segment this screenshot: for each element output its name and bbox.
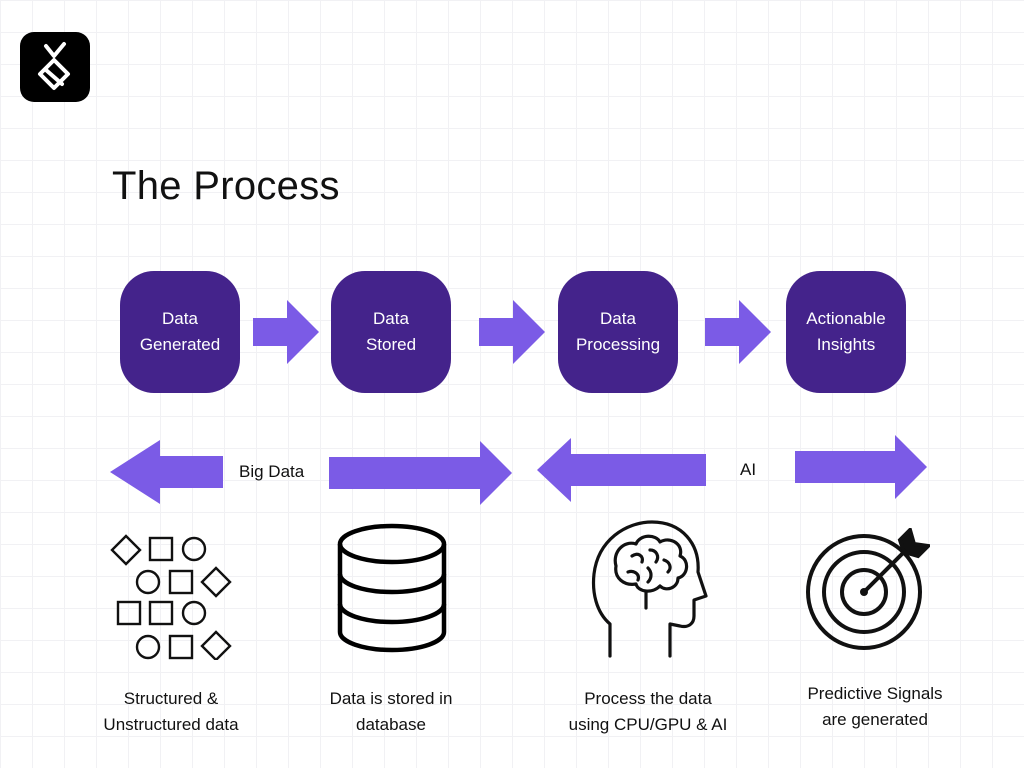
caption-line2: using CPU/GPU & AI xyxy=(568,715,728,734)
step-label-line1: Data xyxy=(162,309,198,328)
ai-left-arrow-icon xyxy=(537,438,706,502)
target-icon xyxy=(806,528,930,650)
caption-line1: Predictive Signals xyxy=(807,684,943,703)
caption-line2: Unstructured data xyxy=(103,715,239,734)
caption-structured-data: Structured & Unstructured data xyxy=(71,686,271,738)
big-data-left-arrow-icon xyxy=(110,440,223,504)
brand-logo xyxy=(20,32,90,102)
caption-line1: Structured & xyxy=(123,689,219,708)
big-data-right-arrow-icon xyxy=(329,441,512,505)
step-label-line2: Insights xyxy=(816,335,876,354)
database-icon xyxy=(337,523,447,653)
caption-line2: are generated xyxy=(822,710,928,729)
brain-head-icon xyxy=(591,520,708,658)
band-label-ai: AI xyxy=(740,460,757,479)
step-label-line2: Stored xyxy=(365,335,417,354)
step-label-line1: Data xyxy=(600,309,636,328)
ai-right-arrow-icon xyxy=(795,435,927,499)
caption-data-stored: Data is stored in database xyxy=(291,686,491,738)
step-label-line2: Processing xyxy=(575,335,661,354)
caption-line1: Data is stored in xyxy=(329,689,453,708)
flow-arrow-right-icon xyxy=(705,300,771,364)
caption-line1: Process the data xyxy=(584,689,712,708)
logo-mark-icon xyxy=(38,42,70,90)
step-label-line2: Generated xyxy=(139,335,221,354)
step-label-line1: Actionable xyxy=(806,309,886,328)
flow-arrow-right-icon xyxy=(479,300,545,364)
caption-process-data: Process the data using CPU/GPU & AI xyxy=(548,686,748,738)
band-label-big-data: Big Data xyxy=(239,462,305,481)
shapes-icon xyxy=(110,534,232,660)
caption-line2: database xyxy=(356,715,426,734)
page-title: The Process xyxy=(112,164,340,208)
flow-arrow-right-icon xyxy=(253,300,319,364)
caption-predictive-signals: Predictive Signals are generated xyxy=(775,681,975,733)
step-label-line1: Data xyxy=(373,309,409,328)
